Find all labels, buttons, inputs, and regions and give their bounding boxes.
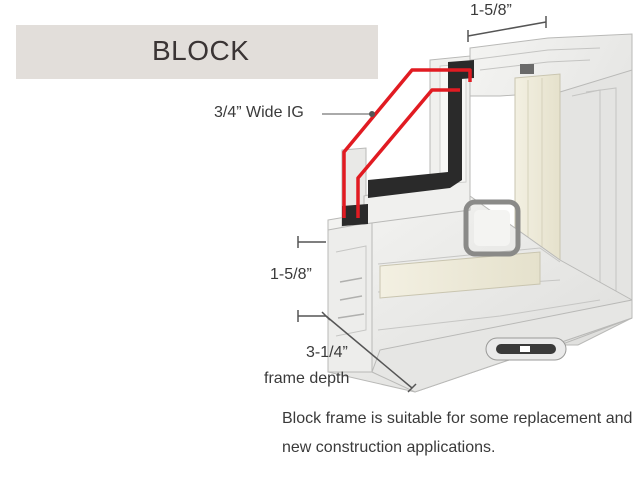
dimension-left: [297, 236, 326, 322]
frame-depth-caption: frame depth: [264, 370, 350, 387]
description-line-1: Block frame is suitable for some replace…: [282, 410, 633, 427]
frame-profile: [327, 33, 633, 393]
description-line-2: new construction applications.: [282, 439, 496, 456]
frame-depth-value: 3-1/4”: [306, 344, 348, 361]
frame-description: Block frame is suitable for some replace…: [282, 404, 640, 462]
left-height-label: 1-5/8”: [270, 266, 312, 283]
top-width-label: 1-5/8”: [470, 2, 512, 19]
title-banner: BLOCK: [16, 25, 378, 79]
page-title: BLOCK: [152, 35, 250, 66]
dimension-top: [467, 16, 547, 42]
dimension-depth: [321, 311, 417, 393]
ig-leader: [322, 111, 375, 117]
ig-width-label: 3/4” Wide IG: [214, 104, 304, 121]
ig-highlight: [342, 68, 472, 218]
